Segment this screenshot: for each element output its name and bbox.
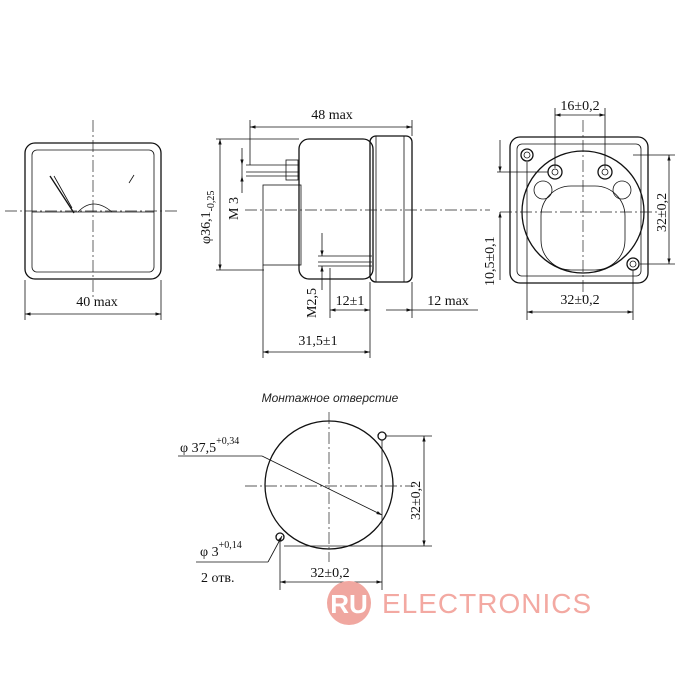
rear-bezel-outer bbox=[509, 136, 649, 284]
cutout-title: Монтажное отверстие bbox=[262, 391, 399, 405]
front-view: 40 max bbox=[5, 120, 180, 320]
cutout-hole-count: 2 отв. bbox=[201, 571, 235, 586]
needle bbox=[49, 175, 75, 214]
side-view: 48 max φ36,1-0,25 M 3 M2,5 12±1 12 max 3… bbox=[199, 108, 490, 358]
boss-left bbox=[533, 180, 553, 200]
cutout-hole-label: φ 3+0,14 bbox=[200, 540, 242, 560]
mounting-cutout: Монтажное отверстие φ 37,5+0,34 φ 3+0,14… bbox=[178, 391, 432, 590]
rear-right-label: 32±0,2 bbox=[655, 193, 670, 232]
diameter-label: φ36,1-0,25 bbox=[199, 191, 217, 244]
side-bezel bbox=[369, 135, 413, 283]
rear-view: 16±0,2 32±0,2 10,5±0,1 32±0,2 bbox=[483, 99, 675, 320]
dim-12-label: 12±1 bbox=[336, 294, 365, 309]
mount-hole-bottom-right bbox=[626, 257, 640, 271]
ru-electronics-watermark: RU ELECTRONICS bbox=[327, 581, 592, 625]
scale-tick bbox=[128, 174, 135, 184]
cutout-diameter-leader bbox=[261, 455, 383, 516]
front-width-label: 40 max bbox=[76, 295, 118, 310]
cutout-hole-top bbox=[377, 431, 387, 441]
watermark-badge-circle bbox=[327, 581, 371, 625]
cutout-hole-leader bbox=[267, 535, 283, 563]
cutout-height-label: 32±0,2 bbox=[409, 481, 424, 520]
needle-pivot-arc bbox=[77, 203, 113, 213]
side-body bbox=[298, 138, 374, 280]
thread-m3-label: M 3 bbox=[227, 197, 242, 220]
terminal-upper-nut bbox=[285, 159, 299, 181]
dim-12max-label: 12 max bbox=[427, 294, 469, 309]
watermark-text: ELECTRONICS bbox=[382, 588, 592, 619]
rear-left-label: 10,5±0,1 bbox=[483, 236, 498, 286]
boss-right bbox=[612, 180, 632, 200]
side-rear-block bbox=[262, 184, 302, 266]
cutout-width-label: 32±0,2 bbox=[310, 566, 349, 581]
rear-top-label: 16±0,2 bbox=[560, 99, 599, 114]
rear-bottom-label: 32±0,2 bbox=[560, 293, 599, 308]
dim-315-label: 31,5±1 bbox=[298, 334, 337, 349]
thread-m25-label: M2,5 bbox=[305, 288, 320, 318]
mount-hole-top-left bbox=[520, 148, 534, 162]
side-length-label: 48 max bbox=[311, 108, 353, 123]
rear-bezel-inner bbox=[516, 143, 642, 277]
needle-shadow bbox=[53, 175, 73, 209]
watermark-badge-text: RU bbox=[330, 589, 368, 619]
cutout-diameter-label: φ 37,5+0,34 bbox=[180, 436, 239, 456]
